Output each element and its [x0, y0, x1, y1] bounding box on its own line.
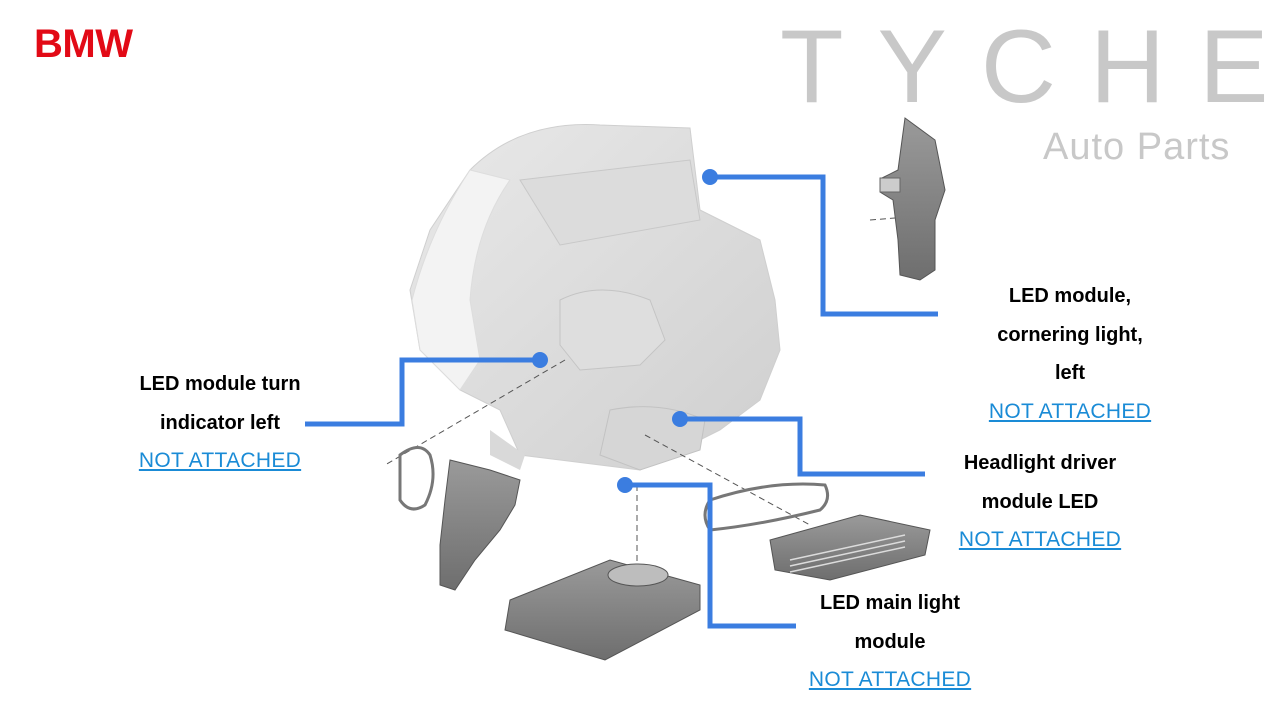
cornering-light-module: [879, 117, 946, 281]
headlight-driver-not-attached-link[interactable]: NOT ATTACHED: [958, 528, 1122, 551]
leader-turn-indicator-dot: [532, 352, 548, 368]
headlight-housing: [409, 124, 781, 471]
main-light-not-attached-link[interactable]: NOT ATTACHED: [808, 668, 972, 691]
turn-indicator-not-attached-link[interactable]: NOT ATTACHED: [138, 449, 302, 472]
leader-headlight-driver-dot: [672, 411, 688, 427]
leader-main-light: [625, 482, 796, 629]
callout-main-light: LED main light module NOT ATTACHED: [795, 584, 985, 699]
main-light-module: [504, 559, 701, 661]
callout-cornering-light: LED module, cornering light, left NOT AT…: [980, 277, 1160, 431]
leader-main-light-dot: [617, 477, 633, 493]
headlight-driver-module: [703, 482, 931, 581]
leader-cornering-light-dot: [702, 169, 718, 185]
brand-title: BMW: [34, 22, 133, 66]
tyche-logo: TYCHE: [780, 9, 1280, 125]
callout-headlight-driver: Headlight driver module LED NOT ATTACHED: [940, 444, 1140, 559]
cornering-light-not-attached-link[interactable]: NOT ATTACHED: [988, 399, 1152, 423]
leader-turn-indicator: [305, 357, 540, 427]
callout-leaders: [305, 169, 938, 629]
callout-turn-indicator: LED module turn indicator left NOT ATTAC…: [120, 365, 320, 480]
leader-headlight-driver: [680, 416, 925, 477]
tyche-logo-subtitle: Auto Parts: [1043, 126, 1231, 168]
leader-cornering-light: [710, 174, 938, 317]
turn-indicator-module: [398, 446, 521, 591]
